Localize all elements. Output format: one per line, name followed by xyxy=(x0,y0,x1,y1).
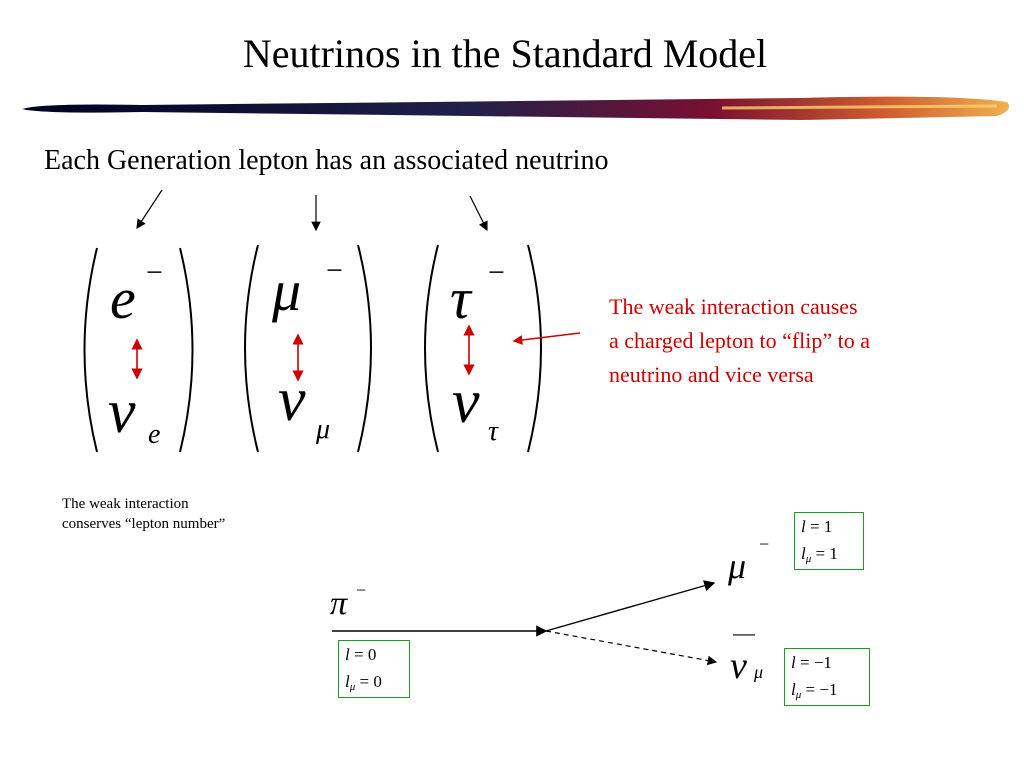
tau-neutrino-symbol: ν xyxy=(452,368,480,436)
pion-charge: − xyxy=(356,580,366,600)
muon-symbol: μ xyxy=(271,258,301,323)
muon-neutrino-sub: μ xyxy=(315,414,330,445)
tau-charge: − xyxy=(488,256,505,289)
electron-neutrino-symbol: ν xyxy=(108,378,136,446)
paren-right-electron xyxy=(179,247,194,453)
paren-left-tau xyxy=(424,244,439,453)
antineutrino-line xyxy=(545,630,718,666)
electron-neutrino-sub: e xyxy=(148,419,160,450)
muon-charge: − xyxy=(326,254,343,287)
qn-row-lmu: lμ = 1 xyxy=(801,544,838,566)
qn-row-l: l = 1 xyxy=(801,517,833,536)
antineutrino-sub: μ xyxy=(753,662,763,682)
muon-neutrino-symbol: ν xyxy=(278,366,306,434)
tau-symbol: τ xyxy=(450,266,473,331)
lepton-number-note: The weak interaction conserves “lepton n… xyxy=(62,495,225,534)
pion-symbol: π xyxy=(330,585,348,622)
paren-left-muon xyxy=(244,244,259,453)
conserve-line: The weak interaction xyxy=(62,496,189,512)
intro-text: Each Generation lepton has an associated… xyxy=(44,145,609,176)
antineutrino-lepton-number-box: l = −1 lμ = −1 xyxy=(784,648,870,706)
note-line: neutrino and vice versa xyxy=(609,362,814,388)
qn-row-l: l = −1 xyxy=(791,653,832,672)
tau-neutrino-sub: τ xyxy=(488,416,499,447)
antineutrino-bar: — xyxy=(732,620,756,645)
decay-muon-charge: − xyxy=(759,534,769,554)
antineutrino-symbol: ν xyxy=(730,645,747,687)
qn-row-lmu: lμ = −1 xyxy=(791,680,838,702)
weak-interaction-note: The weak interaction causes a charged le… xyxy=(609,290,870,392)
paren-right-muon xyxy=(357,244,372,453)
note-pointer-arrow xyxy=(512,332,581,345)
slide-title: Neutrinos in the Standard Model xyxy=(242,31,768,76)
qn-row-l: l = 0 xyxy=(345,645,377,664)
conserve-line: conserves “lepton number” xyxy=(62,515,226,532)
electron-symbol: e xyxy=(110,266,136,331)
note-line: a charged lepton to “flip” to a xyxy=(609,328,871,354)
pointer-arrow-electron xyxy=(136,189,163,230)
paren-right-tau xyxy=(527,244,542,453)
qn-row-lmu: lμ = 0 xyxy=(345,672,382,694)
muon-lepton-number-box: l = 1 lμ = 1 xyxy=(794,512,864,570)
note-line: The weak interaction causes xyxy=(609,294,858,319)
paren-left-electron xyxy=(83,247,98,453)
electron-charge: − xyxy=(146,256,163,289)
muon-line xyxy=(545,580,716,632)
pointer-arrow-tau xyxy=(469,195,488,232)
decay-muon-symbol: μ xyxy=(727,546,746,586)
title-divider xyxy=(22,96,1010,120)
pion-lepton-number-box: l = 0 lμ = 0 xyxy=(338,640,410,698)
